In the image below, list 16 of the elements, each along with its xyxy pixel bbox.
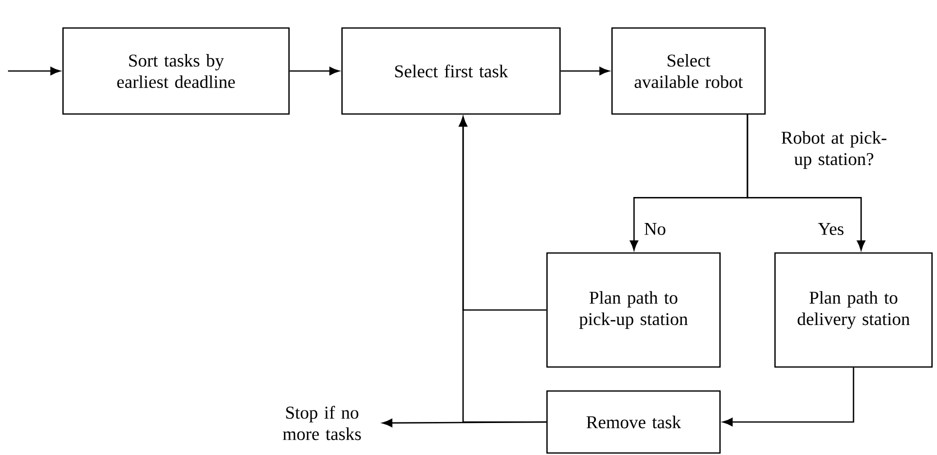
process-box: Sort tasks by earliest deadline <box>62 27 290 115</box>
arrow <box>746 114 866 250</box>
arrow <box>560 66 610 76</box>
edge-label: No <box>642 222 668 236</box>
condition-label: Robot at pick-up station? <box>782 131 886 169</box>
terminal-text: Stop if no more tasks <box>282 406 361 440</box>
arrow <box>290 66 340 76</box>
arrow <box>382 418 546 428</box>
process-box: Remove task <box>546 390 721 454</box>
arrow <box>722 368 854 426</box>
process-box: Select available robot <box>611 27 766 115</box>
process-box: Plan path to pick-up station <box>546 252 721 368</box>
arrow <box>8 66 60 76</box>
process-box: Plan path to delivery station <box>774 252 933 368</box>
process-box: Select first task <box>341 27 561 115</box>
edge-label: Yes <box>816 222 846 236</box>
